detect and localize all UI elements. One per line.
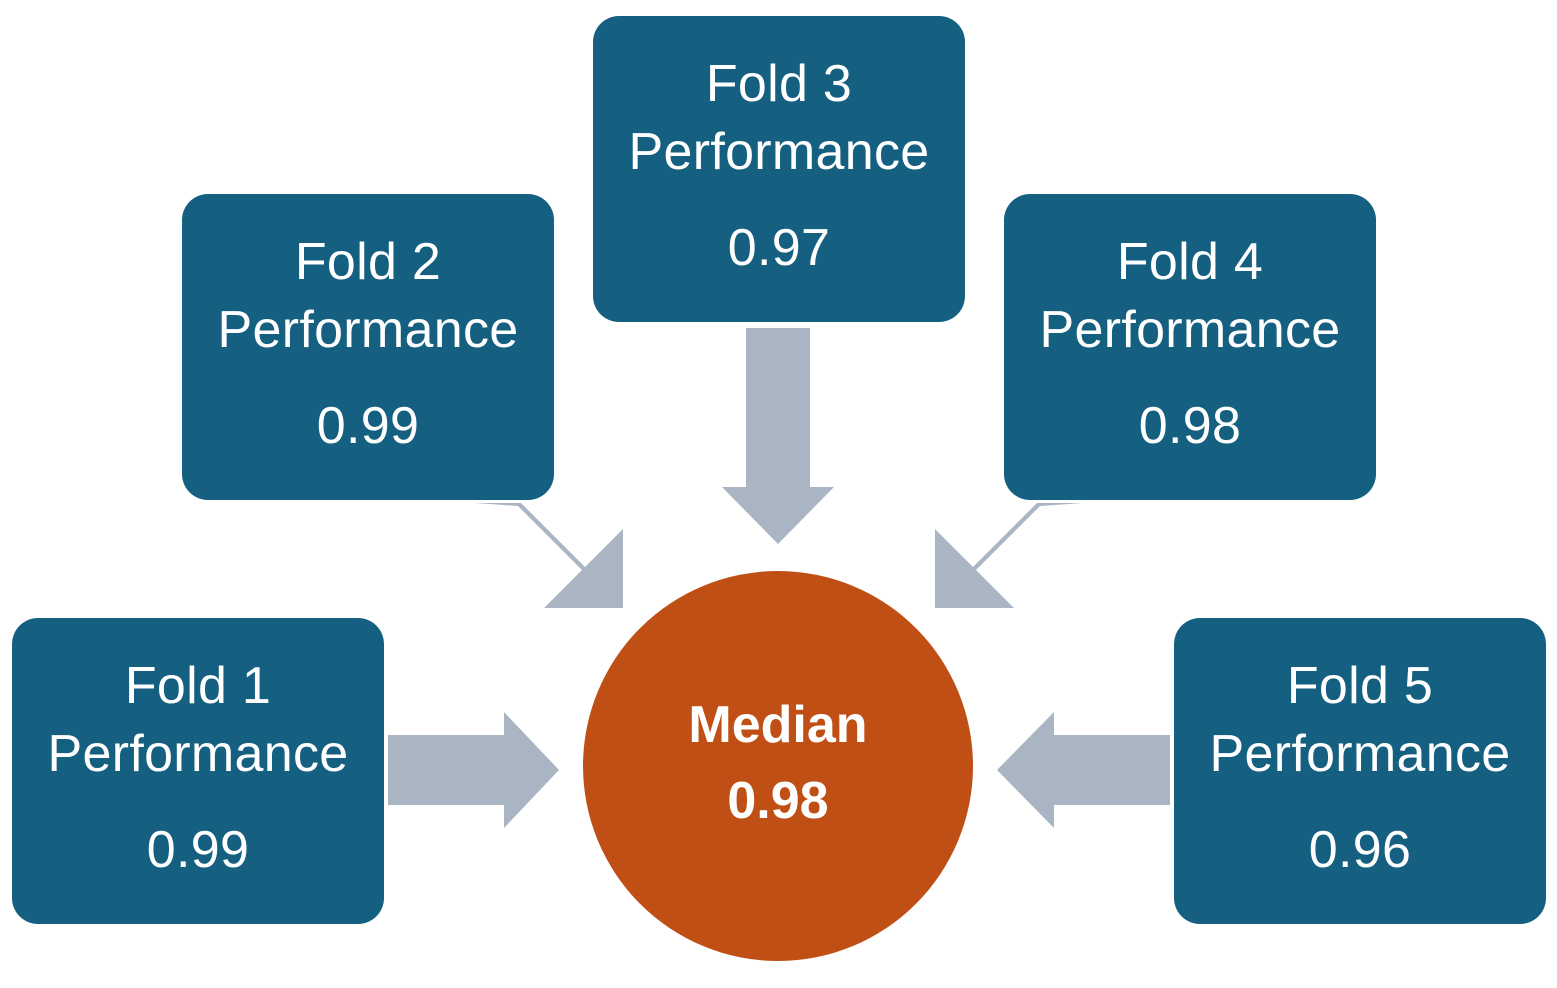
arrow-fold-1-to-median (388, 712, 559, 828)
arrow-fold-4-to-median (935, 503, 1083, 608)
fold-4-value: 0.98 (1138, 397, 1242, 455)
fold-5-name: Fold 5 (1286, 657, 1434, 715)
fold-5-value: 0.96 (1308, 821, 1412, 879)
fold-2-value: 0.99 (316, 397, 420, 455)
fold-1-name: Fold 1 (124, 657, 272, 715)
arrow-fold-3-to-median (722, 328, 834, 544)
fold-4-box: Fold 4 Performance 0.98 (1004, 194, 1376, 500)
arrow-fold-5-to-median (997, 712, 1170, 828)
fold-4-name: Fold 4 (1116, 233, 1264, 291)
fold-2-box: Fold 2 Performance 0.99 (182, 194, 554, 500)
median-label: Median (688, 696, 868, 754)
fold-3-box: Fold 3 Performance 0.97 (593, 16, 965, 322)
arrow-fold-2-to-median (475, 503, 623, 608)
fold-1-metric: Performance (47, 725, 349, 783)
fold-4-metric: Performance (1039, 301, 1341, 359)
fold-5-metric: Performance (1209, 725, 1511, 783)
fold-3-value: 0.97 (727, 219, 831, 277)
median-value: 0.98 (727, 772, 829, 830)
fold-3-metric: Performance (628, 123, 930, 181)
fold-5-box: Fold 5 Performance 0.96 (1174, 618, 1546, 924)
fold-1-value: 0.99 (146, 821, 250, 879)
fold-3-name: Fold 3 (705, 55, 853, 113)
median-circle: Median 0.98 (583, 571, 973, 961)
fold-1-box: Fold 1 Performance 0.99 (12, 618, 384, 924)
fold-2-name: Fold 2 (294, 233, 442, 291)
fold-2-metric: Performance (217, 301, 519, 359)
